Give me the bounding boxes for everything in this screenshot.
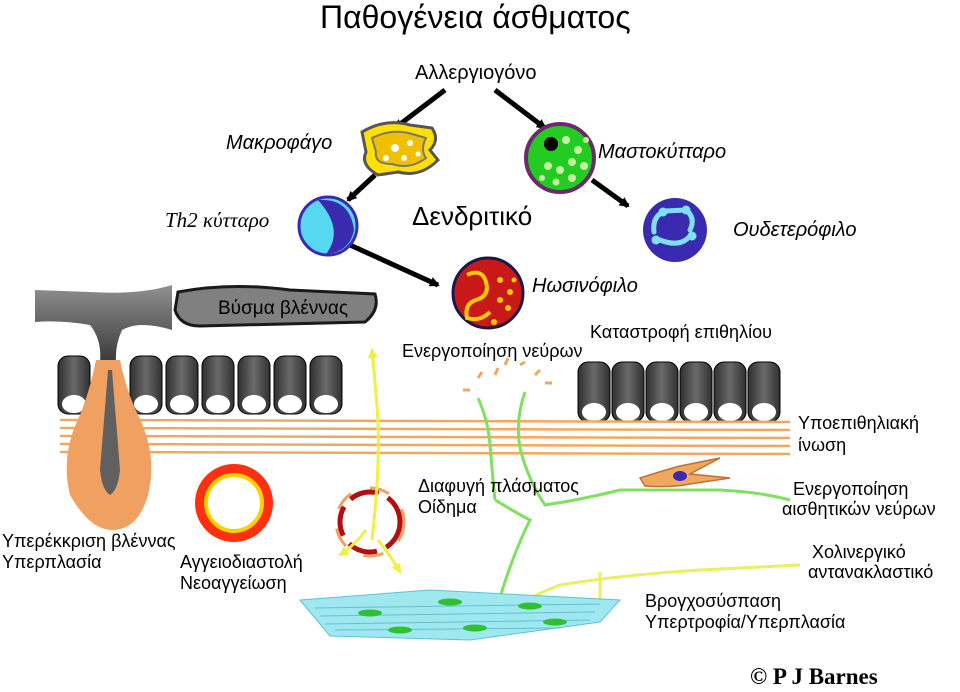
arrow-macrophage-th2 bbox=[346, 173, 377, 202]
plasma-leak-arrow-right bbox=[376, 539, 402, 574]
submucosal-gland bbox=[66, 360, 152, 530]
cholinergic-reflex-label-line2: αντανακλαστικό bbox=[808, 562, 934, 582]
smooth-muscle bbox=[298, 589, 622, 641]
sensory-nerves bbox=[476, 391, 791, 616]
arrow-th2-eosinophil bbox=[348, 242, 440, 288]
page-title: Παθογένεια άσθματος bbox=[320, 0, 631, 35]
sensory-nerve-label-line2: αισθητικών νεύρων bbox=[782, 499, 936, 519]
flow-arrows bbox=[346, 88, 630, 288]
vasodilation-label-line1: Αγγειοδιαστολή bbox=[180, 552, 303, 572]
neutrophil-label: Ουδετερόφιλο bbox=[733, 219, 857, 241]
fibrosis-label-line2: ίνωση bbox=[798, 435, 847, 455]
th2-cell-label: Th2 κύτταρο bbox=[165, 208, 270, 232]
epithelial-fragments bbox=[463, 357, 552, 392]
nerve-activation-label: Ενεργοποίηση νεύρων bbox=[402, 341, 583, 361]
sensory-nerve-label-line1: Ενεργοποίηση bbox=[793, 479, 909, 499]
epithelium-left bbox=[57, 355, 343, 415]
th2-cell bbox=[297, 195, 359, 257]
mucus-hypersecretion-label-line1: Υπερέκκριση βλέννας bbox=[2, 531, 176, 551]
plasma-leak-arrow-left bbox=[338, 529, 368, 557]
plasma-leak-label-line2: Οίδημα bbox=[418, 497, 477, 517]
vasodilation-label-line2: Νεοαγγείωση bbox=[180, 573, 287, 593]
arrow-allergen-mastcell bbox=[493, 88, 547, 130]
cholinergic-reflex-label-line1: Χολινεργικό bbox=[812, 542, 906, 562]
neutrophil-cell bbox=[643, 198, 707, 262]
epithelium-right bbox=[577, 361, 781, 423]
dendritic-label: Δενδριτικό bbox=[412, 201, 533, 231]
bronchospasm-label-line1: Βρογχοσύσπαση bbox=[645, 591, 781, 611]
epithelial-damage-label: Καταστροφή επιθηλίου bbox=[590, 322, 772, 342]
arrow-allergen-macrophage bbox=[393, 88, 447, 130]
mast-cell bbox=[524, 122, 596, 194]
macrophage-label: Μακροφάγο bbox=[226, 132, 333, 154]
mucus-plug-label: Βύσμα βλέννας bbox=[218, 298, 349, 319]
eosinophil-cell bbox=[451, 256, 525, 330]
leaky-vessel bbox=[334, 486, 406, 558]
plasma-leak-label-line1: Διαφυγή πλάσματος bbox=[418, 476, 579, 496]
mucus-secretion-arrow bbox=[367, 348, 380, 541]
arrow-mastcell-neutrophil bbox=[590, 177, 630, 209]
eosinophil-label: Ηωσινόφιλο bbox=[532, 275, 638, 297]
blood-vessel bbox=[195, 464, 273, 542]
copyright-label: © P J Barnes bbox=[750, 664, 878, 689]
bronchospasm-label-line2: Υπερτροφία/Υπερπλασία bbox=[645, 612, 846, 632]
mast-cell-label: Μαστοκύτταρο bbox=[598, 141, 727, 163]
fibrosis-label-line1: Υποεπιθηλιακή bbox=[798, 413, 920, 433]
allergen-label: Αλλεργιογόνο bbox=[415, 62, 537, 84]
macrophage-cell bbox=[360, 121, 441, 177]
subepithelial-fibrosis bbox=[59, 418, 791, 456]
mucus-hypersecretion-label-line2: Υπερπλασία bbox=[2, 552, 102, 572]
fibroblast-cell bbox=[638, 457, 731, 488]
mucus-plug bbox=[35, 284, 378, 362]
